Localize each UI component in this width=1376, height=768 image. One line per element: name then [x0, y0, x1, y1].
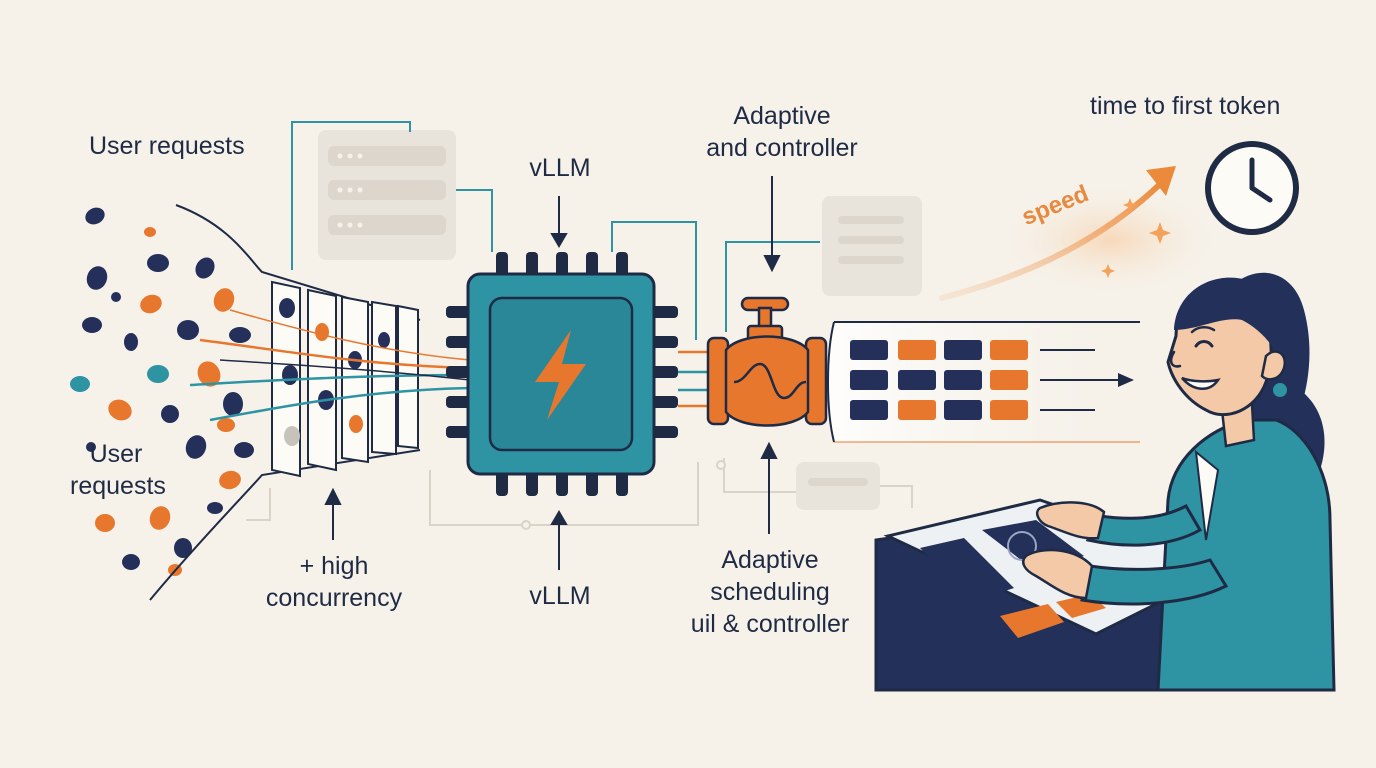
request-particles [70, 207, 254, 576]
flow-lines-out [678, 350, 712, 408]
label-adaptive-scheduling-bottom: Adaptive scheduling uil & controller [664, 544, 876, 640]
label-adaptive-controller-top: Adaptive and controller [690, 100, 874, 164]
operator-person-icon [1022, 272, 1336, 692]
request-funnel [149, 204, 421, 601]
gpu-chip-icon [446, 252, 678, 496]
label-adaptive-top-line2: and controller [706, 134, 858, 162]
label-high-concurrency-line1: + high [299, 552, 369, 580]
speed-arrow-icon [939, 166, 1230, 301]
flow-lines-in [189, 309, 471, 422]
label-time-to-first-token: time to first token [1090, 92, 1281, 120]
label-user-requests-top: User requests [89, 132, 245, 160]
label-adaptive-bottom-line3: uil & controller [690, 610, 850, 638]
label-adaptive-bottom-line1: Adaptive [721, 546, 819, 574]
label-vllm-bottom: vLLM [529, 582, 591, 610]
label-user-requests-bottom-line1: User [89, 440, 143, 468]
label-user-requests-bottom-line2: requests [70, 472, 166, 500]
label-adaptive-bottom-line2: scheduling [710, 578, 830, 606]
server-panel [318, 130, 456, 260]
output-stream [827, 321, 1140, 443]
label-high-concurrency: + high concurrency [254, 550, 414, 614]
label-high-concurrency-line2: concurrency [265, 584, 403, 612]
label-user-requests-bottom: User requests [70, 438, 166, 502]
pointer-arrows [324, 176, 781, 570]
clock-icon [1205, 141, 1299, 235]
output-arrow-icon [1118, 373, 1134, 387]
label-adaptive-top-line1: Adaptive [733, 102, 831, 130]
config-panel [822, 196, 922, 296]
lightning-bolt-icon [535, 330, 586, 420]
valve-icon [706, 296, 828, 427]
label-vllm-top: vLLM [529, 154, 591, 182]
